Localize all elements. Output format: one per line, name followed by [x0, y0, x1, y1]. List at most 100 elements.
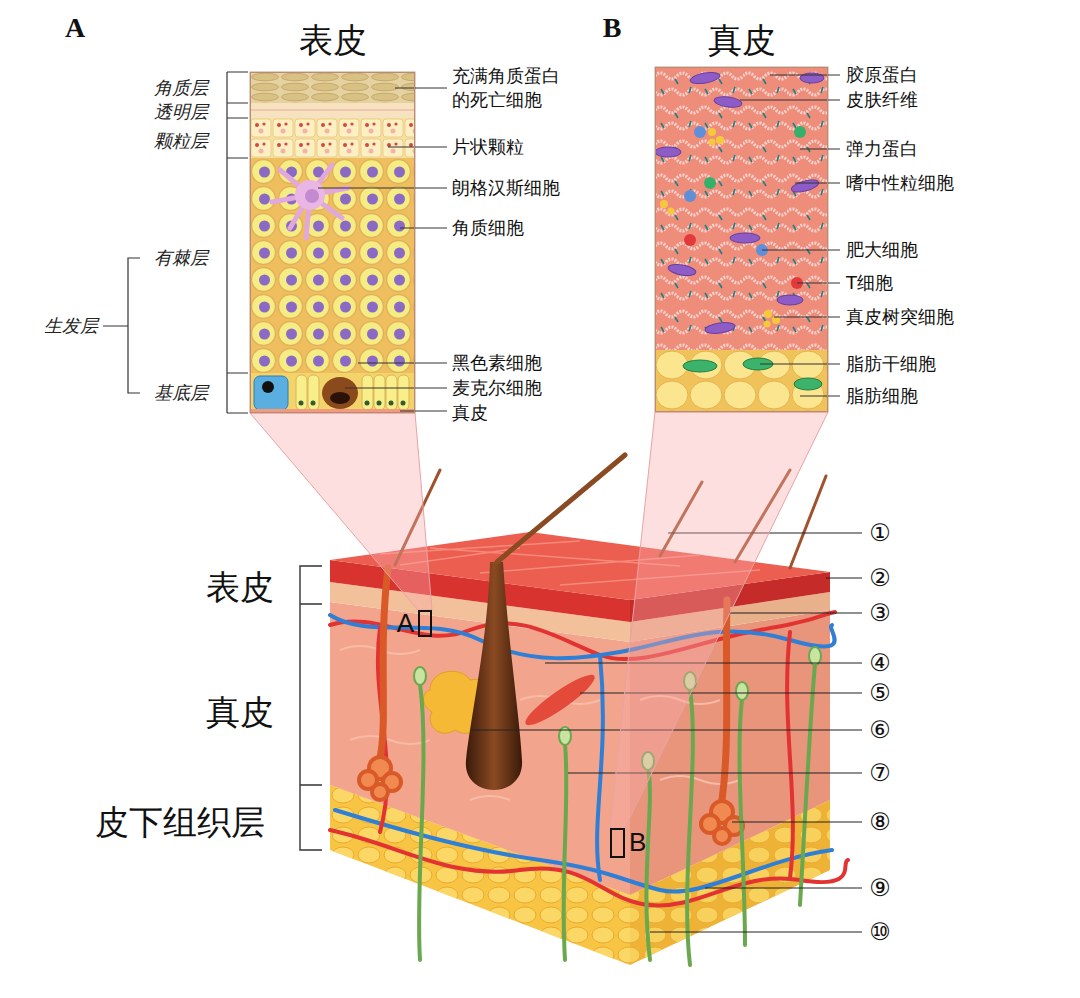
basal-cells [362, 375, 373, 410]
structure-label: 嗜中性粒细胞 [846, 172, 954, 194]
leader-line [580, 692, 862, 693]
callout-number: ③ [869, 599, 891, 628]
skin-block [330, 532, 830, 965]
fibroblast [730, 233, 760, 243]
callout-number: ⑧ [869, 808, 891, 837]
immune-cells [764, 321, 771, 328]
epidermis-inset [250, 118, 415, 158]
inset-panel: 真皮 [655, 67, 828, 412]
merkel-cell [254, 376, 288, 410]
fibroblast [689, 70, 720, 85]
epidermis-inset [250, 72, 415, 103]
structure-label: 朗格汉斯细胞 [452, 177, 560, 199]
melanocyte [322, 377, 358, 409]
immune-cells [660, 128, 780, 328]
zoom-connector [610, 412, 828, 828]
panel-letter: B [603, 11, 622, 45]
blood-vessel [330, 612, 848, 905]
basal-cells [398, 375, 409, 410]
structure-label: 皮肤纤维 [846, 89, 918, 111]
fibroblast [667, 263, 696, 278]
merkel-cell [254, 376, 288, 410]
structure-label: 肥大细胞 [846, 239, 918, 261]
adipose-stem-cell [683, 360, 717, 372]
immune-cells [709, 139, 716, 146]
epidermis-inset [250, 158, 415, 373]
hair-follicle [466, 562, 522, 790]
langerhans-cell [295, 180, 325, 210]
adipose-stem-cell [794, 378, 822, 390]
basal-cells [365, 401, 370, 406]
panel-title: 表皮 [299, 20, 367, 61]
sweat-gland [714, 828, 730, 844]
basal-cells [296, 375, 307, 410]
fibroblast [713, 95, 742, 109]
basal-cells [311, 401, 316, 406]
callout-number: ④ [869, 649, 891, 678]
immune-cells [708, 128, 716, 136]
leader-line [650, 931, 862, 932]
structure-label: 真皮树突细胞 [846, 306, 954, 328]
structure-label: 片状颗粒 [452, 136, 524, 158]
immune-cells [660, 200, 668, 208]
basal-cells [401, 401, 406, 406]
melanocyte [330, 392, 350, 404]
layer-label: 透明层 [154, 101, 208, 123]
callout-number: ⑩ [869, 918, 891, 947]
layer-bracket [300, 566, 322, 850]
merkel-cell [262, 381, 274, 393]
blood-vessel [597, 655, 603, 880]
layer-bracket [103, 72, 248, 413]
immune-cells [684, 234, 696, 246]
immune-cells [794, 126, 806, 138]
leader-line [318, 88, 447, 411]
leader-line [826, 577, 862, 578]
block-layer-label: 表皮 [206, 567, 274, 608]
immune-cells [660, 126, 806, 328]
marker-letter: A [397, 608, 414, 639]
structure-label: 麦克尔细胞 [452, 377, 542, 399]
layer-bracket [103, 258, 140, 393]
layer-label: 有棘层 [154, 247, 208, 269]
langerhans-cell [272, 165, 348, 238]
inset-panel: 表皮 [250, 72, 415, 413]
nerve-fiber [564, 744, 567, 960]
basal-cells [299, 401, 304, 406]
block-layer-label: 真皮 [206, 692, 274, 733]
callout-number: ⑦ [869, 759, 891, 788]
fibroblast [655, 70, 824, 335]
fibroblast [655, 147, 681, 157]
immune-cells [684, 190, 696, 202]
immune-cells [704, 177, 716, 189]
leader-line [729, 612, 862, 613]
langerhans-cell [305, 189, 319, 203]
blood-vessel [787, 632, 793, 878]
immune-cells [764, 310, 772, 318]
leader-line [568, 772, 862, 773]
epidermis-inset [250, 72, 415, 413]
layer-label: 颗粒层 [154, 130, 208, 152]
structure-label: 脂肪细胞 [846, 385, 918, 407]
immune-cells [694, 126, 706, 138]
immune-cells [668, 208, 675, 215]
block-layer-label: 皮下组织层 [95, 802, 265, 843]
layer-bracket [227, 72, 248, 413]
basal-cells [296, 375, 409, 410]
leader-line [705, 887, 862, 888]
layer-label: 角质层 [154, 77, 208, 99]
structure-label: 真皮 [452, 402, 488, 424]
zoom-marker: A [418, 610, 432, 637]
hair-shaft [497, 455, 625, 562]
basal-cells [389, 401, 394, 406]
langerhans-cell [272, 165, 348, 238]
epidermis-inset [250, 373, 415, 413]
arrector-muscle [520, 669, 599, 732]
layer-label: 基底层 [154, 382, 208, 404]
nerve-fiber [419, 684, 424, 960]
basal-cells [308, 375, 319, 410]
callout-number: ⑨ [869, 874, 891, 903]
callout-number: ② [869, 564, 891, 593]
epidermis-inset [250, 103, 415, 118]
sweat-gland [359, 757, 743, 844]
hair-follicle [722, 600, 727, 800]
